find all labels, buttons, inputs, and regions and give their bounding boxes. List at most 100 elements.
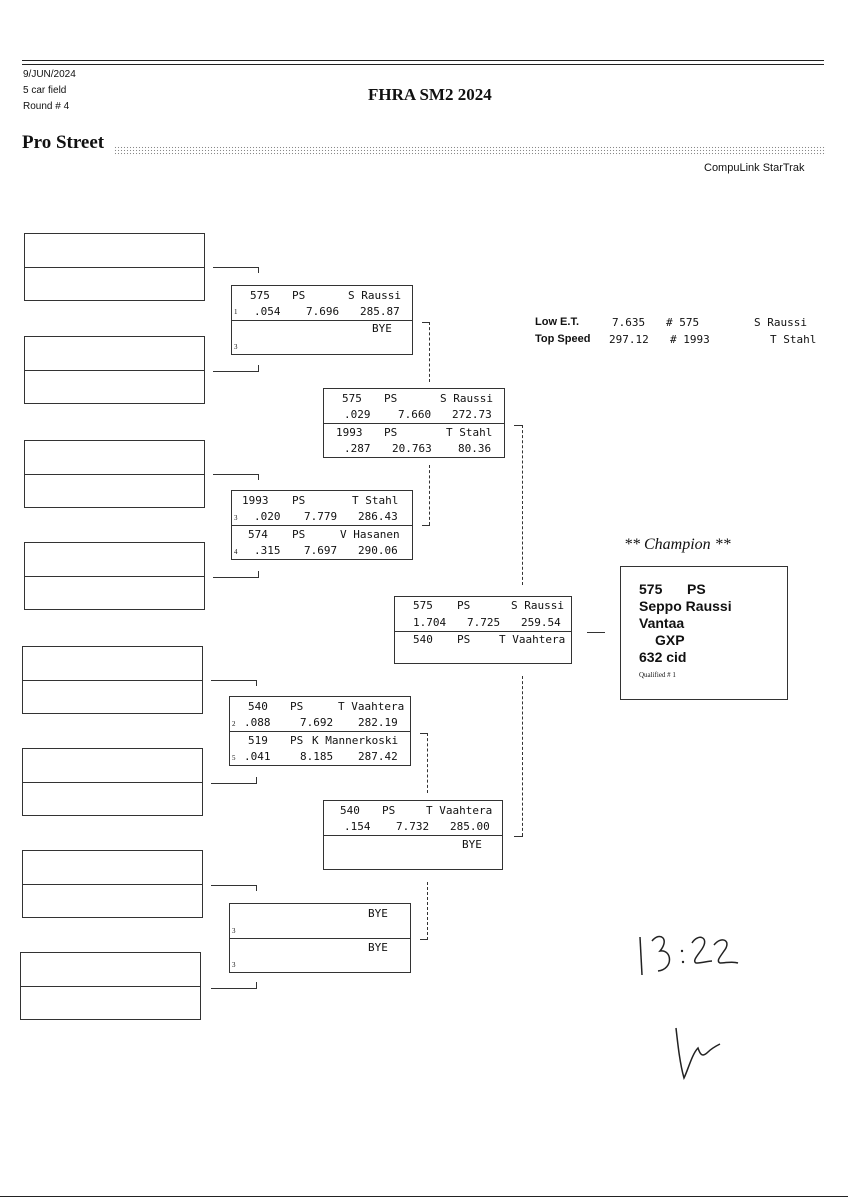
- reaction-time: .287: [344, 442, 371, 455]
- event-title: FHRA SM2 2024: [368, 85, 492, 104]
- connector: [211, 680, 257, 681]
- driver: V Hasanen: [340, 528, 400, 541]
- reaction-time: .020: [254, 510, 281, 523]
- driver: T Stahl: [352, 494, 399, 507]
- class: PS: [384, 426, 398, 439]
- connector: [514, 425, 523, 426]
- champion-class: PS: [687, 581, 706, 597]
- connector: [213, 577, 259, 578]
- connector: [213, 474, 259, 475]
- dotted-band: [114, 146, 826, 156]
- connector: [420, 939, 428, 940]
- car-number: 1993: [242, 494, 269, 507]
- driver: T Vaahtera: [338, 700, 405, 713]
- connector: [427, 733, 428, 793]
- connector: [420, 733, 428, 734]
- top-speed-label: Top Speed: [535, 333, 591, 345]
- champion-name: Seppo Raussi: [639, 598, 732, 614]
- speed: 285.87: [360, 305, 400, 318]
- bye: BYE: [368, 941, 388, 954]
- ladder-slot-2: [24, 336, 205, 404]
- elapsed-time: 7.779: [304, 510, 338, 523]
- car-number: 519: [248, 734, 268, 747]
- reaction-time: .315: [254, 544, 281, 557]
- car-number: 575: [250, 289, 270, 302]
- champion-engine: 632 cid: [639, 649, 687, 665]
- speed: 285.00: [450, 820, 490, 833]
- champion-box: 575 PS Seppo Raussi Vantaa GXP 632 cid Q…: [620, 566, 788, 700]
- elapsed-time: 7.696: [306, 305, 340, 318]
- top-speed-driver: T Stahl: [770, 333, 817, 346]
- connector: [258, 365, 259, 371]
- connector: [258, 267, 259, 273]
- class: PS: [290, 700, 304, 713]
- low-et-driver: S Raussi: [754, 316, 807, 329]
- bye: BYE: [372, 322, 392, 335]
- driver: T Vaahtera: [426, 804, 493, 817]
- class: PS: [292, 528, 306, 541]
- elapsed-time: 7.697: [304, 544, 338, 557]
- car-number: 574: [248, 528, 268, 541]
- lane: 2: [232, 720, 236, 728]
- connector: [213, 267, 259, 268]
- lane: 4: [234, 548, 238, 556]
- champion-chassis: GXP: [655, 632, 685, 648]
- connector: [258, 474, 259, 480]
- ladder-slot-4: [24, 542, 205, 610]
- speed: 286.43: [358, 510, 398, 523]
- connector: [256, 680, 257, 686]
- connector: [514, 836, 523, 837]
- ladder-slot-8: [20, 952, 201, 1020]
- round2-match1: 575 PS S Raussi .029 7.660 272.73 1993 P…: [323, 388, 505, 458]
- lane: 5: [232, 754, 236, 762]
- class-title: Pro Street: [22, 132, 105, 153]
- lane: 1: [234, 308, 238, 316]
- round1-match4: BYE 3 BYE 3: [229, 903, 411, 973]
- connector: [256, 777, 257, 783]
- top-speed-value: 297.12: [609, 333, 649, 346]
- bye: BYE: [462, 838, 482, 851]
- top-rule-2: [22, 64, 824, 65]
- driver: K Mannerkoski: [312, 734, 399, 747]
- champion-qualified: Qualified # 1: [639, 671, 676, 679]
- lane: 3: [232, 927, 236, 935]
- champion-city: Vantaa: [639, 615, 685, 631]
- driver: T Vaahtera: [499, 633, 566, 646]
- reaction-time: .029: [344, 408, 371, 421]
- top-rule: [22, 60, 824, 61]
- reaction-time: .088: [244, 716, 271, 729]
- class: PS: [384, 392, 398, 405]
- connector: [429, 322, 430, 382]
- elapsed-time: 8.185: [300, 750, 334, 763]
- speed: 272.73: [452, 408, 492, 421]
- driver: S Raussi: [440, 392, 493, 405]
- reaction-time: .041: [244, 750, 271, 763]
- final-match: 575 PS S Raussi 1.704 7.725 259.54 540 P…: [394, 596, 572, 664]
- connector: [427, 882, 428, 940]
- lane: 3: [234, 343, 238, 351]
- connector: [256, 885, 257, 891]
- low-et-value: 7.635: [612, 316, 646, 329]
- connector: [256, 982, 257, 988]
- round1-match2: 1993 PS T Stahl 3 .020 7.779 286.43 574 …: [231, 490, 413, 560]
- low-et-car: # 575: [666, 316, 700, 329]
- low-et-label: Low E.T.: [535, 316, 579, 328]
- connector: [211, 783, 257, 784]
- ladder-slot-7: [22, 850, 203, 918]
- class: PS: [382, 804, 396, 817]
- speed: 80.36: [458, 442, 492, 455]
- elapsed-time: 7.692: [300, 716, 334, 729]
- elapsed-time: 7.732: [396, 820, 430, 833]
- connector: [213, 371, 259, 372]
- ladder-slot-3: [24, 440, 205, 508]
- elapsed-time: 20.763: [392, 442, 432, 455]
- driver: T Stahl: [446, 426, 493, 439]
- class: PS: [292, 289, 306, 302]
- reaction-time: .154: [344, 820, 371, 833]
- car-number: 540: [248, 700, 268, 713]
- speed: 287.42: [358, 750, 398, 763]
- ladder-slot-6: [22, 748, 203, 816]
- elapsed-time: 7.725: [467, 616, 501, 629]
- connector: [211, 988, 257, 989]
- class: PS: [292, 494, 306, 507]
